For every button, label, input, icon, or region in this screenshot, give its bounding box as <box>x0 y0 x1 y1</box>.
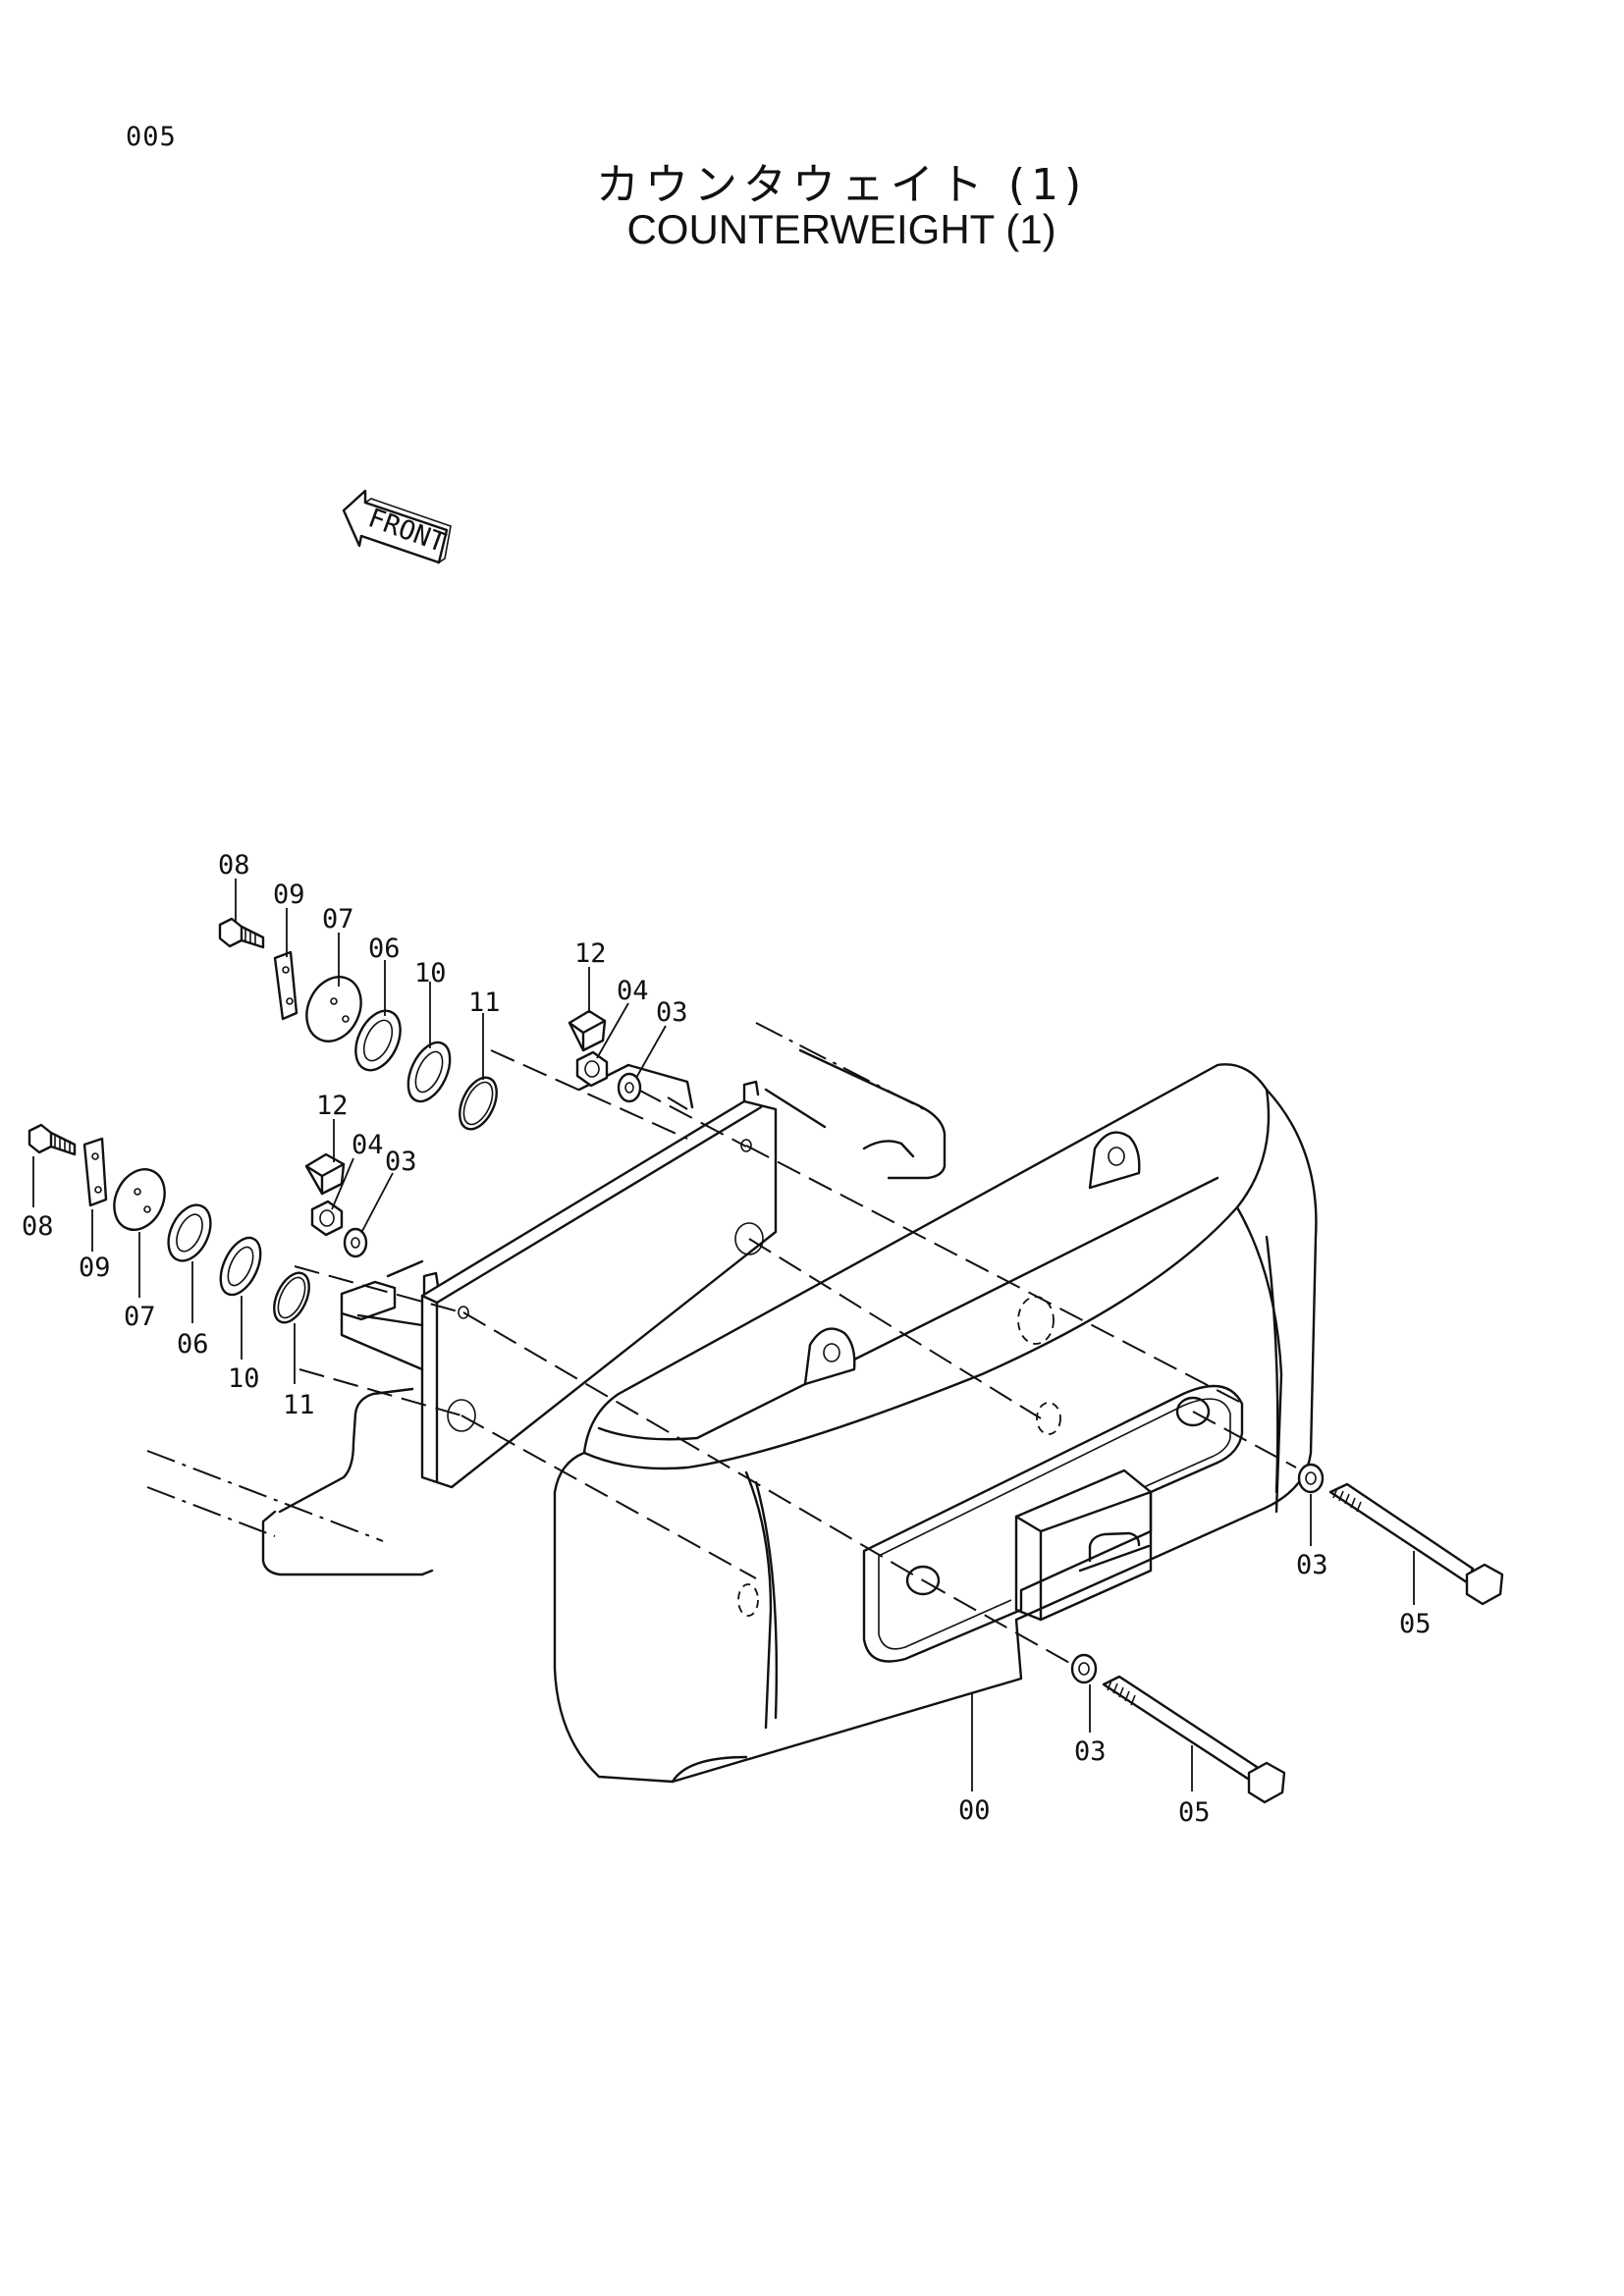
callout-03: 03 <box>1296 1550 1328 1580</box>
mounting-plate <box>340 1063 778 1489</box>
callout-04: 04 <box>352 1130 384 1160</box>
callout-11: 11 <box>283 1390 315 1420</box>
callout-09: 09 <box>273 880 305 910</box>
callout-labels: 08 09 07 06 10 11 12 04 03 12 04 03 08 0… <box>22 850 1432 1828</box>
page-number: 005 <box>126 122 177 152</box>
callout-09: 09 <box>79 1253 111 1283</box>
callout-05: 05 <box>1399 1609 1432 1639</box>
assembly-centerlines <box>294 1049 1297 1670</box>
front-arrow-icon: FRONT <box>342 489 452 564</box>
callout-12: 12 <box>316 1091 349 1121</box>
callout-06: 06 <box>368 934 401 964</box>
bolt-icon <box>218 917 265 949</box>
callout-04: 04 <box>617 976 649 1006</box>
upper-hardware-group <box>218 917 642 1131</box>
callout-08: 08 <box>218 850 250 881</box>
leader-lines <box>32 879 1415 1791</box>
callout-08: 08 <box>22 1211 54 1242</box>
callout-05: 05 <box>1178 1797 1211 1828</box>
callout-03: 03 <box>656 997 688 1028</box>
callout-00: 00 <box>958 1795 991 1826</box>
bolt-icon <box>1102 1675 1286 1804</box>
callout-10: 10 <box>228 1363 260 1394</box>
callout-06: 06 <box>177 1329 209 1360</box>
callout-10: 10 <box>414 958 447 988</box>
frame-rails <box>146 1022 947 1576</box>
title-japanese: カウンタウェイト (1) <box>595 160 1088 210</box>
lower-hardware-group <box>27 1123 310 1324</box>
middle-hardware-group <box>304 1152 368 1258</box>
callout-03: 03 <box>385 1147 417 1177</box>
callout-12: 12 <box>574 938 607 969</box>
callout-11: 11 <box>468 988 501 1018</box>
callout-07: 07 <box>322 904 354 934</box>
rear-bolts <box>1070 1463 1504 1804</box>
callout-07: 07 <box>124 1302 156 1332</box>
bolt-icon <box>1328 1482 1504 1606</box>
title-english: COUNTERWEIGHT (1) <box>626 206 1056 252</box>
callout-03: 03 <box>1074 1736 1107 1767</box>
bolt-icon <box>27 1123 77 1156</box>
